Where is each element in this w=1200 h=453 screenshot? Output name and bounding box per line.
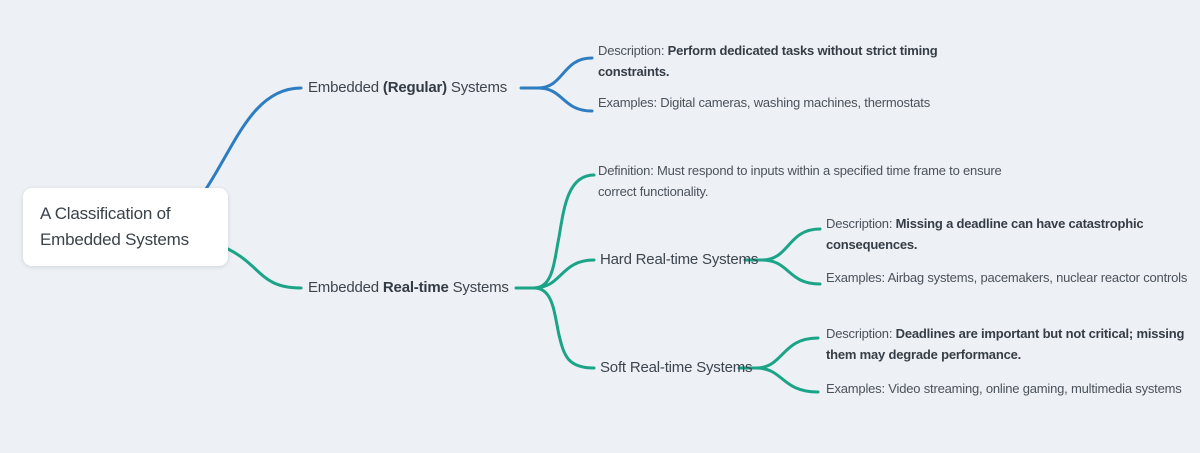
realtime-label-prefix: Embedded — [308, 279, 383, 296]
regular-label-suffix: Systems — [446, 79, 508, 96]
regular-examples-leaf: Examples: Digital cameras, washing machi… — [598, 95, 930, 110]
realtime-definition-leaf: Definition: Must respond to inputs withi… — [598, 163, 1002, 199]
regular-description-leaf: Description: Perform dedicated tasks wit… — [598, 40, 960, 82]
regular-description-prefix: Description: — [598, 43, 668, 58]
edge-regular-to-description — [536, 56, 594, 90]
hard-description-prefix: Description: — [826, 216, 896, 231]
edge-regular-to-examples — [536, 86, 594, 113]
soft-realtime-label: Soft Real-time Systems — [600, 359, 753, 376]
root-title: A Classification of Embedded Systems — [40, 204, 189, 249]
edge-hard-to-description — [760, 227, 822, 262]
root-node: A Classification of Embedded Systems — [23, 188, 228, 266]
edge-realtime-to-soft — [532, 286, 596, 370]
regular-label-prefix: Embedded — [308, 79, 383, 96]
hard-description-text: Missing a deadline can have catastrophic… — [826, 216, 1144, 252]
soft-description-text: Deadlines are important but not critical… — [826, 326, 1185, 362]
edge-root-to-regular — [202, 86, 303, 194]
soft-description-leaf: Description: Deadlines are important but… — [826, 323, 1198, 365]
edge-soft-to-examples — [754, 366, 820, 394]
realtime-systems-label: Embedded Real-time Systems — [308, 278, 509, 298]
hard-examples-leaf: Examples: Airbag systems, pacemakers, nu… — [826, 270, 1188, 285]
hard-description-leaf: Description: Missing a deadline can have… — [826, 213, 1198, 255]
hard-realtime-label: Hard Real-time Systems — [600, 251, 759, 268]
soft-examples-leaf: Examples: Video streaming, online gaming… — [826, 381, 1182, 396]
regular-label-bold: (Regular) — [382, 79, 447, 96]
soft-description-prefix: Description: — [826, 326, 896, 341]
edge-hard-to-examples — [760, 258, 822, 286]
realtime-label-bold: Real-time — [382, 279, 449, 296]
edge-realtime-to-definition — [532, 173, 596, 290]
edge-realtime-to-hard — [532, 258, 596, 290]
regular-description-text: Perform dedicated tasks without strict t… — [598, 43, 938, 79]
regular-systems-label: Embedded (Regular) Systems — [308, 78, 507, 98]
realtime-label-suffix: Systems — [448, 279, 509, 296]
edge-soft-to-description — [754, 336, 820, 370]
edge-root-to-realtime — [226, 247, 303, 290]
